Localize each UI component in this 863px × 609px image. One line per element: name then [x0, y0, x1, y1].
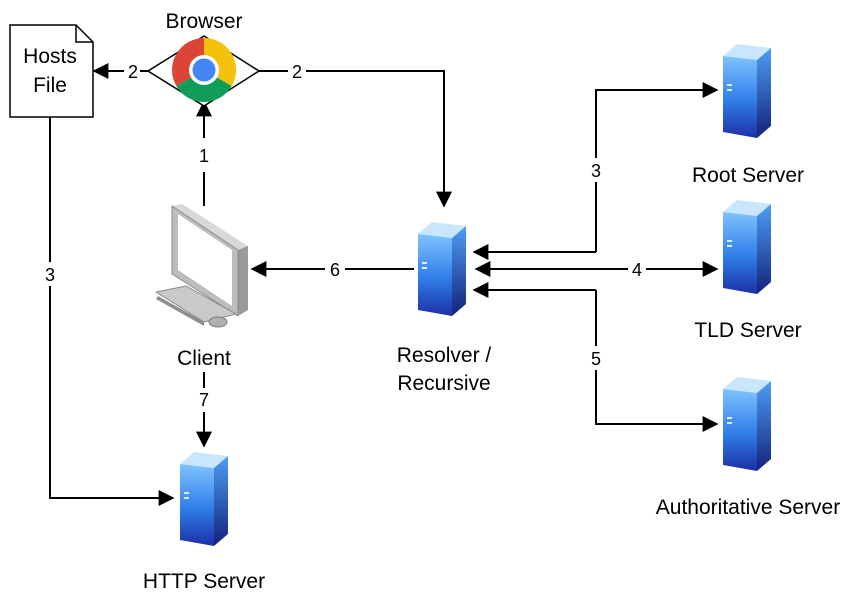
server-icon	[723, 44, 771, 138]
edge-label-4: 4	[632, 260, 642, 280]
server-icon	[180, 452, 228, 546]
http-server-node: HTTP Server	[143, 452, 265, 593]
edge-browser-to-resolver: 2	[259, 60, 452, 208]
document-icon	[9, 24, 94, 118]
client-label: Client	[177, 347, 231, 370]
edge-browser-to-hosts: 2	[92, 60, 148, 82]
edge-label-3-hosts: 3	[45, 265, 55, 285]
edge-resolver-tld: 4	[474, 258, 719, 280]
edge-label-7: 7	[199, 390, 209, 410]
hosts-file-label-line2: File	[33, 74, 67, 97]
hosts-file-label-line1: Hosts	[23, 45, 77, 68]
server-icon	[723, 200, 771, 294]
root-server-label: Root Server	[692, 164, 804, 187]
chrome-icon	[172, 38, 236, 102]
edge-label-1: 1	[199, 146, 209, 166]
resolver-label-line2: Recursive	[397, 372, 490, 395]
client-node: Client	[154, 204, 248, 370]
http-server-label: HTTP Server	[143, 570, 265, 593]
edge-label-2-resolver: 2	[292, 62, 302, 82]
browser-label: Browser	[165, 10, 242, 33]
edge-resolver-to-client: 6	[250, 258, 414, 280]
edge-label-5: 5	[591, 349, 601, 369]
edge-resolver-root: 3	[472, 82, 719, 260]
edge-client-to-browser: 1	[196, 100, 212, 206]
resolver-label-line1: Resolver /	[397, 344, 492, 367]
server-icon	[418, 222, 466, 316]
tld-server-label: TLD Server	[694, 319, 801, 342]
tld-server-node: TLD Server	[694, 200, 802, 342]
edge-hosts-to-http: 3	[41, 117, 175, 506]
edge-label-6: 6	[330, 260, 340, 280]
authoritative-server-node: Authoritative Server	[656, 377, 840, 519]
edge-label-3-root: 3	[591, 161, 601, 181]
hosts-file-node: Hosts File	[9, 24, 94, 118]
edge-client-to-http: 7	[196, 372, 212, 448]
resolver-node: Resolver / Recursive	[397, 222, 492, 395]
edge-resolver-auth: 5	[472, 282, 719, 432]
desktop-computer-icon	[154, 204, 248, 328]
root-server-node: Root Server	[692, 44, 804, 187]
edge-label-2-hosts: 2	[128, 62, 138, 82]
server-icon	[723, 377, 771, 471]
authoritative-server-label: Authoritative Server	[656, 496, 840, 519]
browser-node: Browser	[146, 10, 261, 107]
